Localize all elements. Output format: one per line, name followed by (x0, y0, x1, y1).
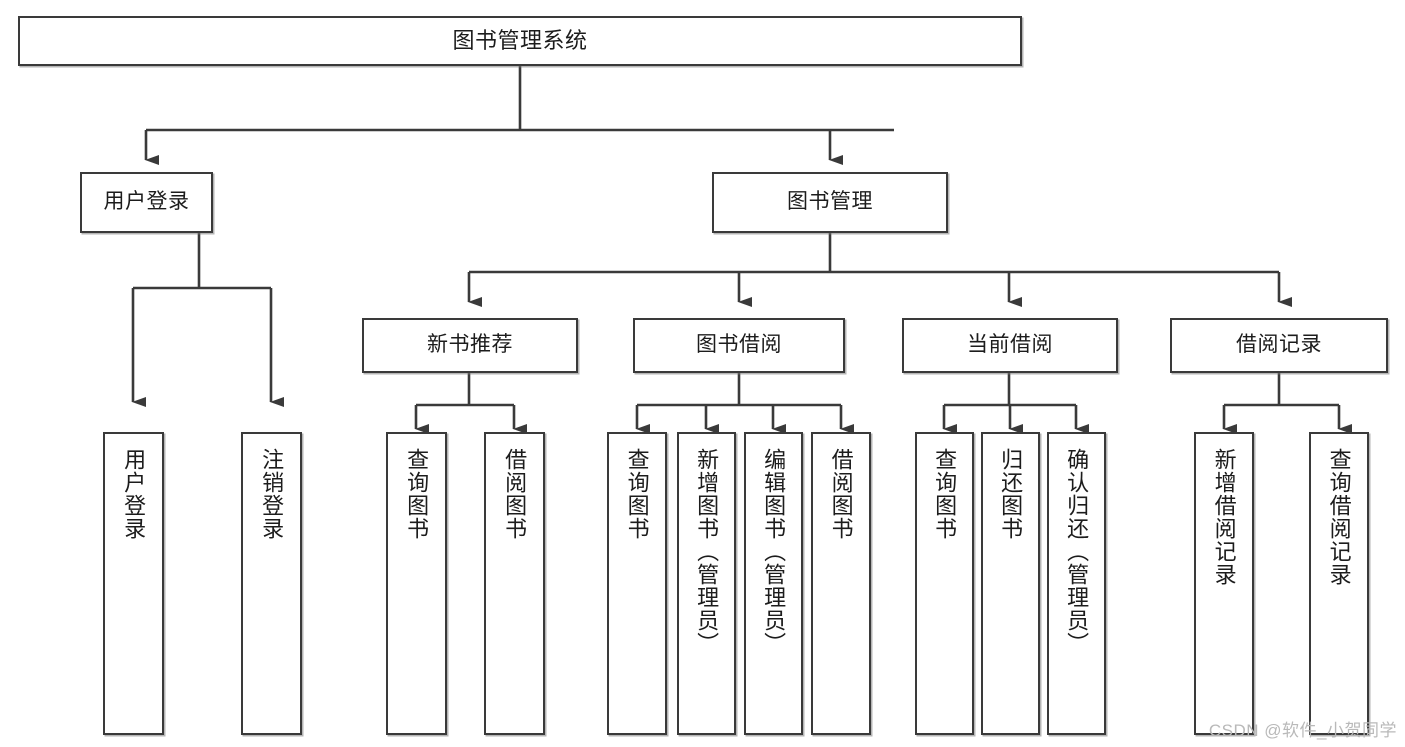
node-user-login-label: 用户登录 (103, 190, 190, 214)
node-leaf-user-login-label: 用户登录 (121, 448, 147, 540)
node-leaf-add-book-admin-label: 新增图书（管理员） (694, 448, 720, 655)
node-leaf-edit-book-admin-label: 编辑图书（管理员） (761, 448, 787, 655)
node-leaf-borrow-book-newbook-label: 借阅图书 (502, 448, 528, 540)
node-leaf-return-book-label: 归还图书 (998, 448, 1024, 540)
node-leaf-query-book-borrow[interactable]: 查询图书 (607, 432, 667, 735)
node-leaf-borrow-book-borrow-label: 借阅图书 (828, 448, 854, 540)
node-root[interactable]: 图书管理系统 (18, 16, 1022, 66)
node-new-book-recommend[interactable]: 新书推荐 (362, 318, 578, 373)
node-leaf-return-book[interactable]: 归还图书 (981, 432, 1040, 735)
node-current-borrow[interactable]: 当前借阅 (902, 318, 1118, 373)
node-leaf-query-borrow-record-label: 查询借阅记录 (1326, 448, 1352, 586)
node-book-borrow-label: 图书借阅 (696, 333, 782, 357)
node-leaf-logout-label: 注销登录 (259, 448, 285, 540)
node-current-borrow-label: 当前借阅 (967, 333, 1053, 357)
node-leaf-confirm-return-admin-label: 确认归还（管理员） (1064, 448, 1090, 655)
node-leaf-query-book-borrow-label: 查询图书 (624, 448, 650, 540)
node-leaf-borrow-book-borrow[interactable]: 借阅图书 (811, 432, 871, 735)
node-new-book-recommend-label: 新书推荐 (427, 333, 513, 357)
node-leaf-query-book-current[interactable]: 查询图书 (915, 432, 974, 735)
node-leaf-add-book-admin[interactable]: 新增图书（管理员） (677, 432, 736, 735)
node-leaf-query-book-newbook-label: 查询图书 (404, 448, 430, 540)
node-borrow-record-label: 借阅记录 (1236, 333, 1322, 357)
node-book-borrow[interactable]: 图书借阅 (633, 318, 845, 373)
node-leaf-add-borrow-record-label: 新增借阅记录 (1211, 448, 1237, 586)
node-leaf-add-borrow-record[interactable]: 新增借阅记录 (1194, 432, 1254, 735)
node-leaf-query-borrow-record[interactable]: 查询借阅记录 (1309, 432, 1369, 735)
node-borrow-record[interactable]: 借阅记录 (1170, 318, 1388, 373)
node-leaf-edit-book-admin[interactable]: 编辑图书（管理员） (744, 432, 803, 735)
node-leaf-borrow-book-newbook[interactable]: 借阅图书 (484, 432, 545, 735)
node-book-management[interactable]: 图书管理 (712, 172, 948, 233)
node-leaf-confirm-return-admin[interactable]: 确认归还（管理员） (1047, 432, 1106, 735)
node-leaf-query-book-current-label: 查询图书 (932, 448, 958, 540)
node-leaf-logout[interactable]: 注销登录 (241, 432, 302, 735)
node-root-label: 图书管理系统 (452, 28, 588, 54)
node-user-login[interactable]: 用户登录 (80, 172, 213, 233)
node-leaf-query-book-newbook[interactable]: 查询图书 (386, 432, 447, 735)
node-book-management-label: 图书管理 (787, 190, 873, 214)
node-leaf-user-login[interactable]: 用户登录 (103, 432, 164, 735)
